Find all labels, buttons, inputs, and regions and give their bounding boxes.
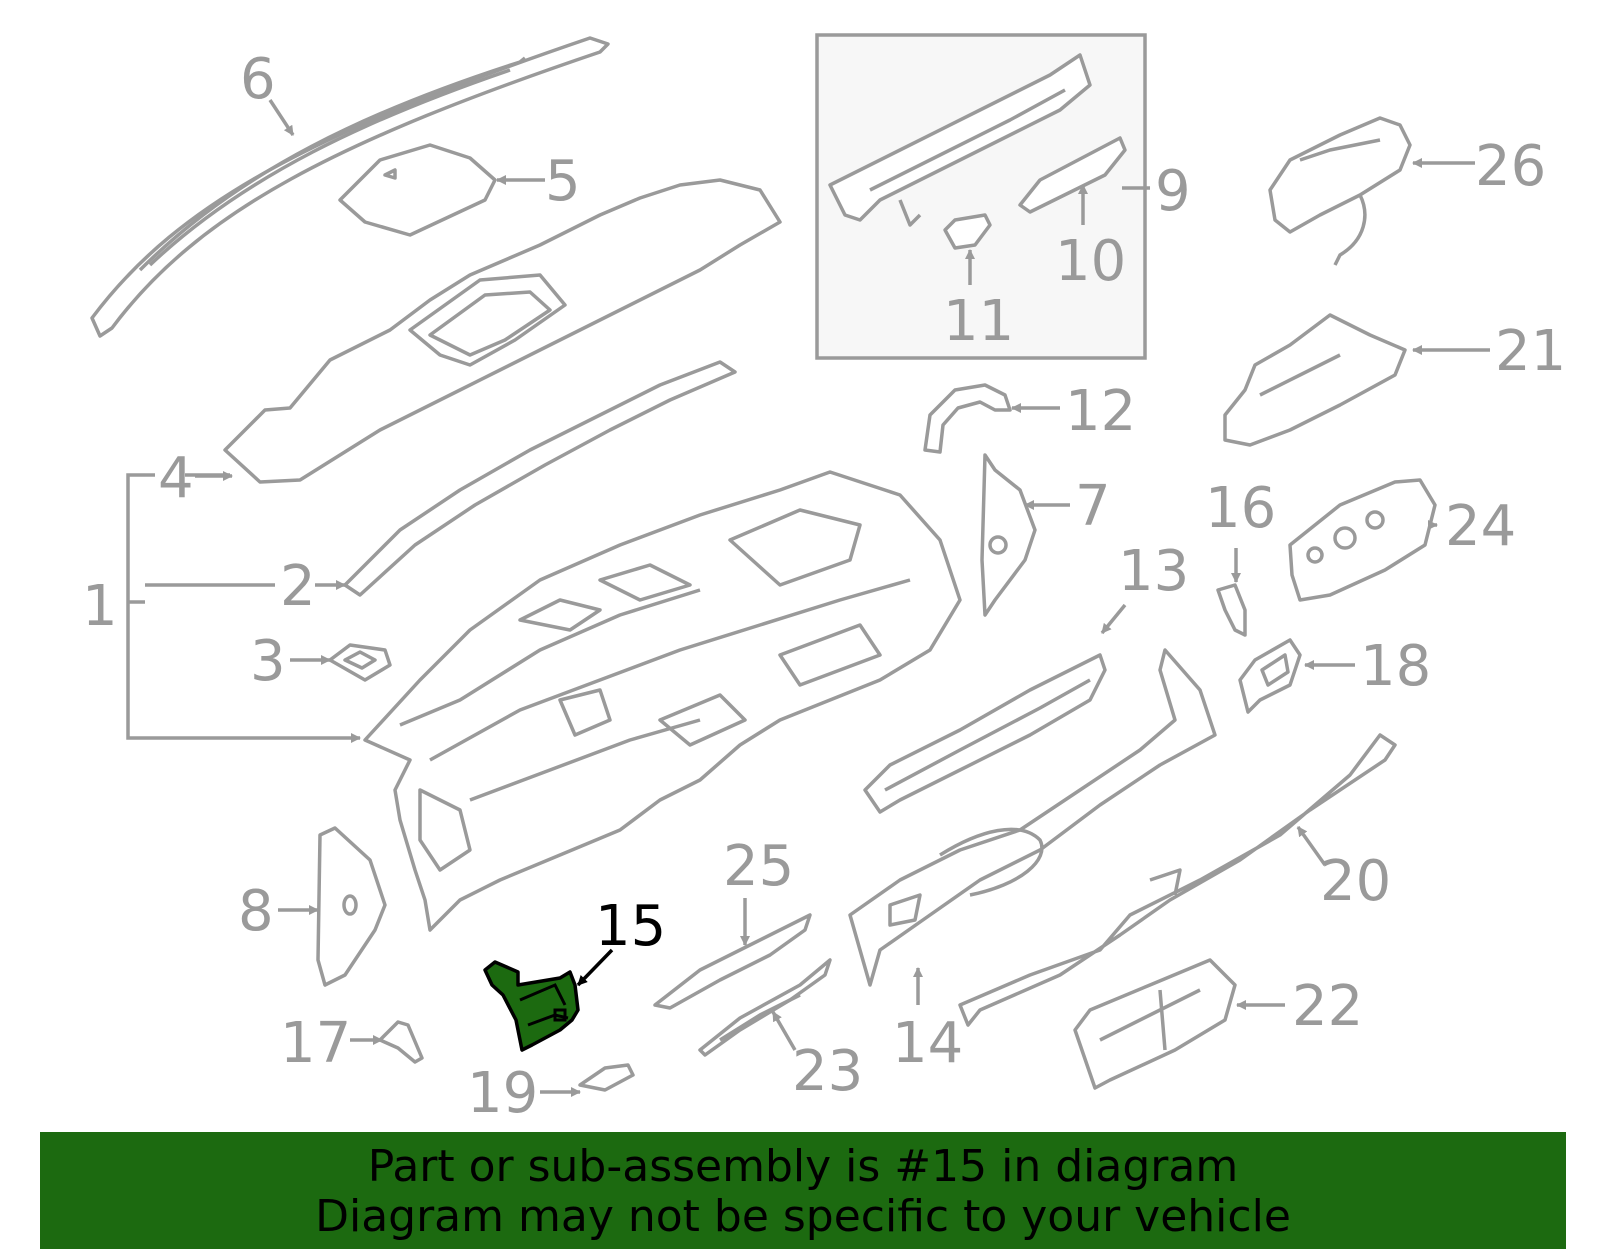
callout-1: 1 (82, 574, 118, 639)
info-banner: Part or sub-assembly is #15 in diagram D… (40, 1132, 1566, 1249)
part-4-upper-panel (223, 178, 782, 484)
part-5-vent-cover (338, 143, 497, 237)
callout-24: 24 (1445, 494, 1516, 559)
callout-15-highlighted: 15 (595, 894, 666, 959)
part-7-end-cap (980, 453, 1037, 617)
callout-13: 13 (1118, 539, 1189, 604)
part-21-bracket (1223, 313, 1407, 447)
callout-labels: 1 2 3 4 5 6 7 8 9 10 11 12 13 14 15 16 1… (82, 47, 1566, 1126)
part-13-trim-strip (863, 653, 1107, 814)
callout-20: 20 (1320, 849, 1391, 914)
callout-14: 14 (892, 1011, 963, 1076)
part-10-trim-piece (1018, 136, 1127, 214)
callout-17: 17 (280, 1011, 351, 1076)
callout-23: 23 (792, 1039, 863, 1104)
part-22-vent (1073, 958, 1237, 1090)
callout-11: 11 (943, 289, 1014, 354)
part-19-switch (578, 1063, 635, 1092)
part-26-airbag-module (1268, 116, 1412, 266)
callout-26: 26 (1475, 134, 1546, 199)
part-18-bezel (1238, 638, 1302, 714)
part-14-lower-panel (848, 648, 1217, 987)
callout-18: 18 (1360, 634, 1431, 699)
part-23-strip (698, 958, 832, 1057)
part-6-trim-strip (90, 36, 610, 338)
banner-part-note: Part or sub-assembly is #15 in diagram (367, 1141, 1239, 1192)
part-25-strip (653, 913, 812, 1010)
part-9-vent-assembly (828, 53, 1092, 227)
callout-12: 12 (1065, 379, 1136, 444)
callout-10: 10 (1055, 229, 1126, 294)
callout-21: 21 (1495, 319, 1566, 384)
callout-3: 3 (250, 629, 286, 694)
part-15-bracket-highlighted (483, 960, 580, 1052)
callout-16: 16 (1205, 476, 1276, 541)
callout-4: 4 (158, 446, 194, 511)
part-1-instrument-panel (363, 470, 962, 932)
callout-9: 9 (1155, 159, 1191, 224)
banner-disclaimer: Diagram may not be specific to your vehi… (315, 1191, 1291, 1242)
part-17-small-bracket (378, 1020, 424, 1064)
part-8-end-cap (316, 826, 387, 987)
callout-19: 19 (467, 1061, 538, 1126)
callout-7: 7 (1075, 474, 1111, 539)
callout-8: 8 (238, 879, 274, 944)
callout-6: 6 (240, 47, 276, 112)
callout-25: 25 (723, 834, 794, 899)
part-20-lower-strip (958, 733, 1397, 1027)
part-11-clip (943, 213, 992, 250)
part-3-small-bracket (328, 643, 392, 682)
part-12-handle (923, 383, 1012, 454)
part-2-strip (343, 360, 737, 597)
leader-lines (126, 99, 1490, 1097)
callout-5: 5 (545, 149, 581, 214)
callout-22: 22 (1292, 974, 1363, 1039)
part-24-control-unit (1288, 478, 1437, 602)
callout-2: 2 (280, 554, 316, 619)
part-16-clip (1216, 583, 1247, 637)
